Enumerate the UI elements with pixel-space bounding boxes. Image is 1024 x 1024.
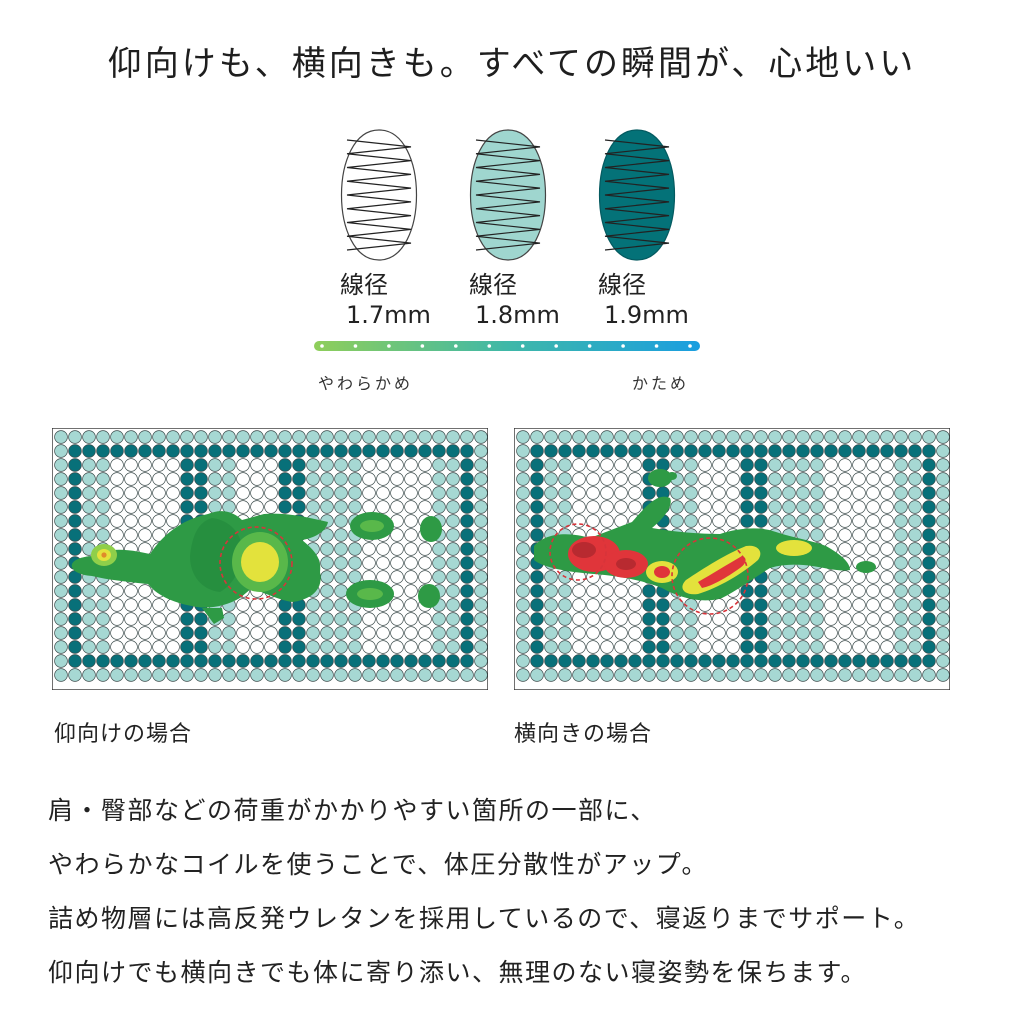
headline: 仰向けも、横向きも。すべての瞬間が、心地いい xyxy=(107,44,917,84)
scale-dot xyxy=(420,344,425,348)
scale-dot xyxy=(621,344,625,348)
description: 肩・臀部などの荷重がかかりやすい箇所の一部に、 やわらかなコイルを使うことで、体… xyxy=(48,784,998,1000)
side-caption: 横向きの場合 xyxy=(514,722,653,747)
scale-dot xyxy=(654,344,659,348)
coil-1-label: 線径 xyxy=(340,271,388,299)
supine-pressure-map xyxy=(52,428,488,690)
coil-label-2: 線径 1.8mm xyxy=(469,270,560,330)
coil-3-diameter: 1.9mm xyxy=(604,301,689,329)
firmness-scale-dots xyxy=(320,344,692,348)
coil-2-diameter: 1.8mm xyxy=(475,301,560,329)
coil-illustrations xyxy=(314,129,700,351)
side-pressure-map xyxy=(514,428,950,690)
coil-1-diameter: 1.7mm xyxy=(346,301,431,329)
coil-2-label: 線径 xyxy=(469,271,517,299)
supine-caption: 仰向けの場合 xyxy=(54,722,193,747)
coil-firm-icon xyxy=(598,129,676,261)
coil-label-1: 線径 1.7mm xyxy=(340,270,431,330)
scale-dot xyxy=(387,344,391,348)
scale-dot xyxy=(520,344,525,348)
scale-dot xyxy=(554,344,558,348)
scale-dot xyxy=(587,344,592,348)
scale-dot xyxy=(320,344,324,348)
scale-dot xyxy=(688,344,692,348)
coil-soft-icon xyxy=(340,129,418,261)
description-line-4: 仰向けでも横向きでも体に寄り添い、無理のない寝姿勢を保ちます。 xyxy=(48,958,868,987)
description-line-1: 肩・臀部などの荷重がかかりやすい箇所の一部に、 xyxy=(48,796,657,825)
soft-label: やわらかめ xyxy=(318,374,414,393)
description-line-3: 詰め物層には高反発ウレタンを採用しているので、寝返りまでサポート。 xyxy=(48,904,921,933)
coil-3-label: 線径 xyxy=(598,271,646,299)
coil-label-3: 線径 1.9mm xyxy=(598,270,689,330)
supine-pressure-blobs xyxy=(71,511,442,624)
coil-medium-icon xyxy=(469,129,547,261)
firm-label: かため xyxy=(632,374,690,393)
scale-dot xyxy=(454,344,458,348)
scale-dot xyxy=(487,344,492,348)
description-line-2: やわらかなコイルを使うことで、体圧分散性がアップ。 xyxy=(48,850,709,879)
side-pressure-blobs xyxy=(534,469,876,615)
scale-dot xyxy=(353,344,358,348)
firmness-gradient-bar xyxy=(314,341,700,351)
